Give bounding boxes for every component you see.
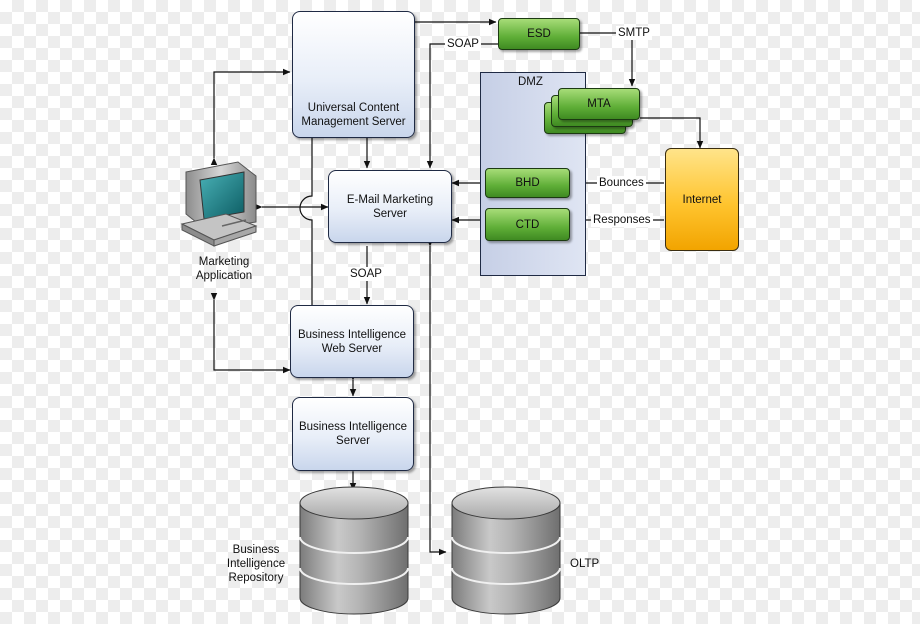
ucm-server-box[interactable]: Universal Content Management Server (292, 11, 415, 138)
esd-box[interactable]: ESD (498, 18, 580, 50)
internet-box[interactable]: Internet (665, 148, 739, 251)
dmz-label: DMZ (518, 76, 543, 88)
edge-biweb-ucm (299, 127, 316, 305)
ctd-label: CTD (515, 218, 540, 231)
bi-web-server-box[interactable]: Business Intelligence Web Server (290, 305, 414, 378)
esd-label: ESD (527, 28, 551, 40)
oltp-label: OLTP (570, 558, 600, 570)
bi-web-server-label: Business Intelligence Web Server (297, 328, 407, 355)
ucm-server-label: Universal Content Management Server (301, 102, 406, 128)
responses-label: Responses (591, 213, 653, 227)
edge-app-biweb (210, 293, 291, 374)
bhd-box[interactable]: BHD (485, 168, 570, 198)
soap-mid-label: SOAP (348, 267, 384, 281)
edge-app-ucm (210, 68, 291, 165)
edge-email-oltp (426, 239, 447, 556)
bi-repository-label: Business Intelligence Repository (226, 544, 286, 584)
edge-esd-mta-smtp (580, 32, 636, 87)
oltp-database-icon (451, 486, 561, 615)
bi-server-box[interactable]: Business Intelligence Server (292, 397, 414, 471)
mta-label: MTA (587, 98, 611, 110)
bhd-label: BHD (515, 177, 540, 189)
bi-server-label: Business Intelligence Server (298, 421, 408, 447)
soap-top-label: SOAP (445, 37, 481, 51)
edge-mta-internet (640, 117, 704, 149)
bounces-label: Bounces (597, 176, 646, 190)
ctd-box[interactable]: CTD (485, 208, 570, 241)
mta-box[interactable]: MTA (558, 88, 640, 120)
internet-label: Internet (682, 193, 722, 206)
marketing-application-label: Marketing Application (195, 256, 253, 282)
bi-repository-database-icon (299, 486, 409, 615)
computer-monitor-icon (180, 161, 258, 247)
email-marketing-server-box[interactable]: E-Mail Marketing Server (328, 170, 452, 243)
smtp-label: SMTP (616, 26, 652, 40)
email-marketing-server-label: E-Mail Marketing Server (346, 193, 434, 220)
